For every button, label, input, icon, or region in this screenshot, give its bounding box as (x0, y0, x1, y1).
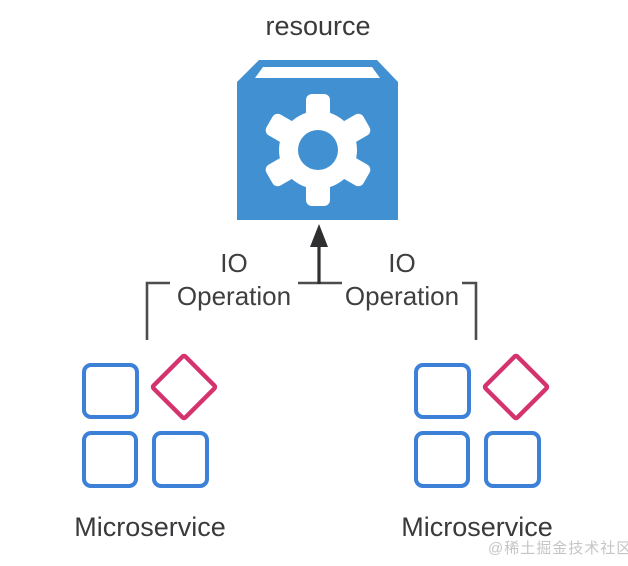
instance-diamond (150, 353, 218, 421)
connector-bracket-line (145, 281, 478, 340)
arrow-head (310, 224, 328, 247)
resource-box-icon (237, 60, 398, 220)
instance-square (82, 431, 138, 488)
microservice-label-right: Microservice (401, 512, 553, 542)
microservice-label-left: Microservice (74, 512, 226, 542)
resource-label: resource (265, 11, 371, 41)
instance-square (414, 431, 470, 488)
instance-square (484, 431, 541, 488)
resource-box-slot (255, 67, 380, 78)
instance-square (152, 431, 209, 488)
io-label-line1: IO (220, 248, 248, 278)
instance-diamond (482, 353, 550, 421)
watermark-text: @稀土掘金技术社区 (488, 540, 628, 557)
io-operation-label-right: IO Operation (342, 247, 462, 313)
io-label-line1: IO (388, 248, 416, 278)
io-label-line2: Operation (176, 281, 292, 311)
instance-square (82, 363, 139, 419)
gear-hub (298, 130, 338, 170)
io-label-line2: Operation (344, 281, 460, 311)
gear-icon (265, 94, 371, 206)
arrow-up-icon (310, 224, 328, 284)
microservice-cluster-left (82, 353, 218, 488)
microservice-cluster-right (414, 353, 550, 488)
instance-square (414, 363, 471, 419)
io-operation-label-left: IO Operation (170, 247, 298, 313)
